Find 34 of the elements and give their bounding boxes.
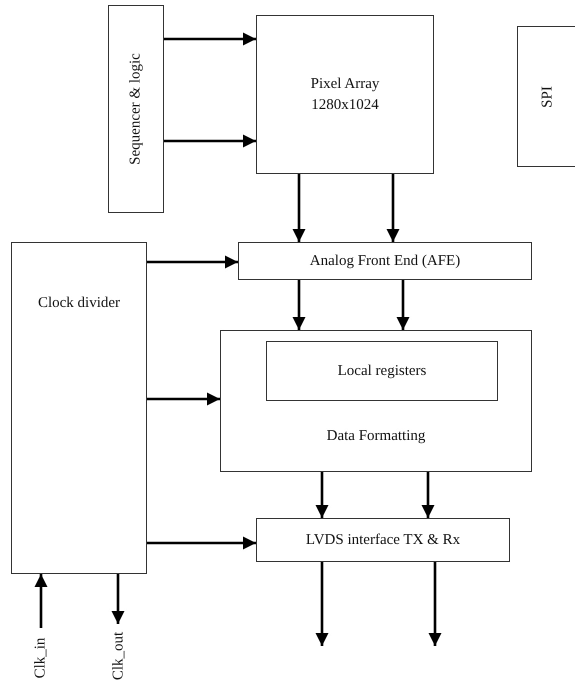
block-box	[108, 5, 164, 213]
arrow	[422, 472, 434, 518]
arrow	[164, 134, 256, 148]
block-label: Analog Front End (AFE)	[310, 252, 460, 270]
block-label: SPI	[540, 86, 556, 108]
block-box	[11, 242, 147, 574]
block-box	[238, 242, 532, 280]
arrow	[147, 392, 220, 406]
arrow	[386, 174, 400, 242]
arrow	[292, 174, 306, 242]
block-box	[256, 518, 510, 562]
arrow	[147, 256, 238, 268]
block-label: LVDS interface TX & Rx	[306, 530, 460, 550]
block-label: Clk_out	[110, 632, 128, 680]
block-label: 1280x1024	[311, 96, 379, 114]
arrow	[428, 562, 442, 646]
arrow	[34, 574, 48, 628]
block-box	[256, 15, 434, 174]
block-label: Sequencer & logic	[128, 53, 144, 165]
arrow	[112, 574, 124, 624]
arrow	[316, 562, 328, 646]
block-label: Data Formatting	[326, 427, 426, 446]
arrow	[316, 472, 328, 518]
block-label: Clock divider	[38, 294, 120, 313]
arrow	[147, 536, 256, 550]
block-box	[517, 26, 575, 167]
block-label: Pixel Array	[310, 74, 380, 94]
arrow	[164, 32, 256, 46]
arrow	[396, 280, 410, 330]
arrow	[292, 280, 306, 330]
block-label: Local registers	[338, 362, 426, 380]
block-box	[220, 330, 532, 472]
block-box	[266, 341, 498, 401]
block-label: Clk_in	[32, 638, 50, 678]
